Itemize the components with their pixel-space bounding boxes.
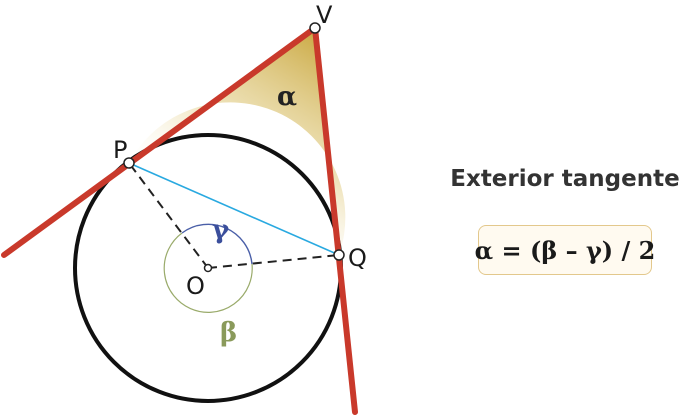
label-p: P xyxy=(113,136,127,164)
alpha-angle-region xyxy=(129,28,346,255)
formula-box: α = (β – γ) / 2 xyxy=(475,225,655,275)
radius-op xyxy=(128,162,209,269)
formula-text: α = (β – γ) / 2 xyxy=(474,235,656,265)
point-v-marker xyxy=(309,22,321,34)
panel-title: Exterior tangente xyxy=(450,166,680,192)
tangent-line-vp xyxy=(1,25,318,258)
label-beta: β xyxy=(220,318,237,348)
label-v: V xyxy=(316,1,333,29)
tangent-line-vq xyxy=(312,25,358,415)
point-q-marker xyxy=(333,249,345,261)
label-gamma: γ xyxy=(212,215,230,245)
point-p-marker xyxy=(123,157,135,169)
gamma-arc xyxy=(181,223,253,265)
label-q: Q xyxy=(348,244,367,272)
radius-oq xyxy=(207,254,340,269)
label-alpha: α xyxy=(277,82,297,112)
label-o: O xyxy=(186,272,205,300)
beta-arc xyxy=(163,232,253,313)
point-o-marker xyxy=(203,263,213,273)
chord-pq xyxy=(128,162,340,256)
